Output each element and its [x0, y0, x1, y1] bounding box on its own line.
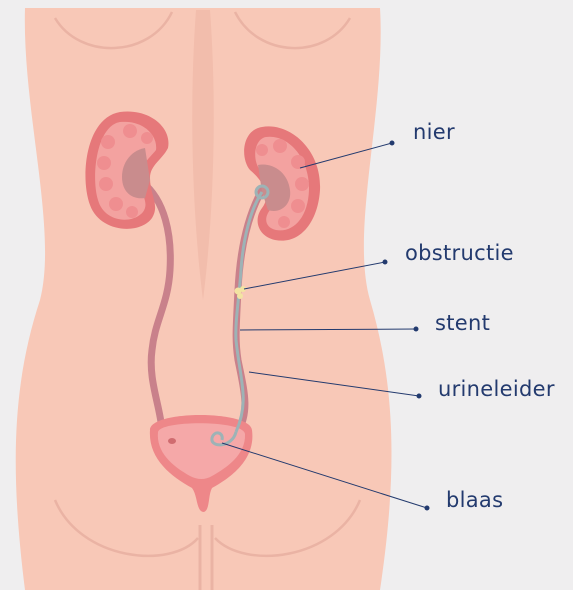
label-stent: stent: [435, 311, 490, 335]
label-nier: nier: [413, 120, 455, 144]
label-blaas: blaas: [446, 488, 503, 512]
label-obstructie: obstructie: [405, 241, 514, 265]
label-urineleider: urineleider: [438, 377, 555, 401]
